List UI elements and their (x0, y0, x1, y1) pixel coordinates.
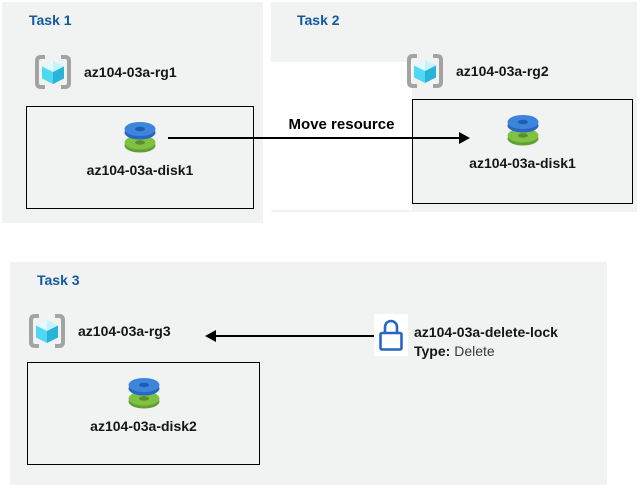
task1-title: Task 1 (29, 12, 72, 28)
task3-resource-group: az104-03a-rg3 (25, 311, 171, 351)
resource-group-name: az104-03a-rg3 (78, 323, 171, 339)
delete-lock (374, 314, 408, 356)
move-resource-arrow (168, 137, 462, 139)
move-resource-label: Move resource (288, 116, 395, 133)
managed-disk-icon (124, 122, 156, 153)
managed-disk-icon (507, 115, 538, 146)
arrow-left-head-icon (205, 330, 216, 342)
task3-panel (10, 262, 607, 485)
task2-title: Task 2 (297, 12, 340, 28)
lock-name-label: az104-03a-delete-lock (414, 324, 558, 340)
lock-type-label: Type: Delete (414, 343, 495, 359)
resource-group-name: az104-03a-rg1 (84, 64, 177, 80)
resource-group-icon (35, 55, 71, 89)
task1-disk-box: az104-03a-disk1 (26, 106, 254, 209)
disk-name: az104-03a-disk1 (469, 155, 576, 171)
resource-group-icon (29, 314, 65, 348)
task1-panel (2, 2, 263, 223)
lock-type-value: Delete (454, 343, 495, 359)
resource-group-icon (407, 54, 443, 88)
arrow-right-head-icon (459, 132, 470, 144)
task2-disk-box: az104-03a-disk1 (412, 99, 633, 204)
lock-arrow (215, 335, 374, 337)
task1-resource-group: az104-03a-rg1 (31, 52, 177, 92)
resource-group-name: az104-03a-rg2 (456, 63, 549, 79)
task2-resource-group: az104-03a-rg2 (403, 51, 549, 91)
task3-title: Task 3 (37, 272, 80, 288)
lock-type-key: Type: (414, 343, 451, 359)
disk-name: az104-03a-disk2 (90, 418, 197, 434)
disk-name: az104-03a-disk1 (86, 162, 194, 178)
move-label-backdrop (266, 62, 412, 210)
delete-lock-icon (379, 319, 403, 351)
task3-disk-box: az104-03a-disk2 (27, 362, 260, 465)
managed-disk-icon (128, 378, 159, 409)
